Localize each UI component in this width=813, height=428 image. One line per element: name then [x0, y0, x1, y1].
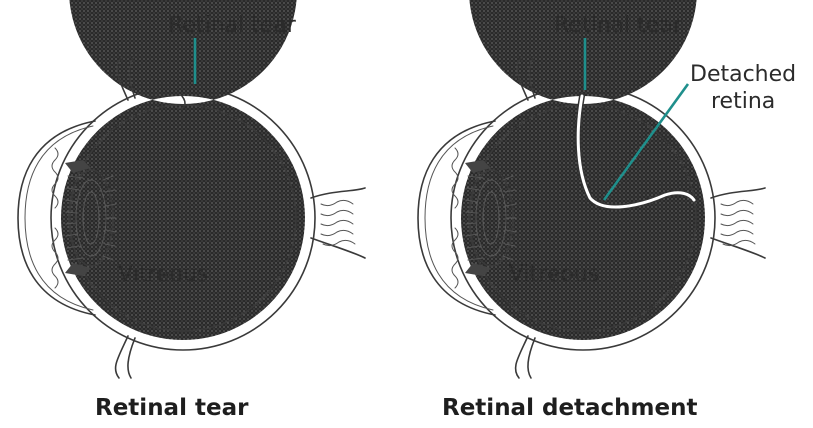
diagram-caption: Retinal tear	[95, 395, 249, 421]
vitreous-label: Vitreous	[509, 262, 599, 287]
tear-callout-label: Retinal tear	[168, 13, 297, 38]
eye-illustration	[418, 0, 765, 378]
tear-callout-label: Retinal tear	[554, 13, 683, 38]
detached-retina-label-line2: retina	[711, 89, 775, 114]
diagram-caption: Retinal detachment	[442, 395, 698, 421]
detached-retina-label-line1: Detached	[690, 62, 796, 87]
vitreous-label: Vitreous	[118, 262, 208, 287]
retinal-tear-diagram: Retinal tear Vitreous Retinal tear	[18, 0, 365, 421]
eye-illustration	[18, 0, 365, 378]
retinal-detachment-diagram: Retinal tear Detached retina Vitreous Re…	[418, 0, 796, 421]
